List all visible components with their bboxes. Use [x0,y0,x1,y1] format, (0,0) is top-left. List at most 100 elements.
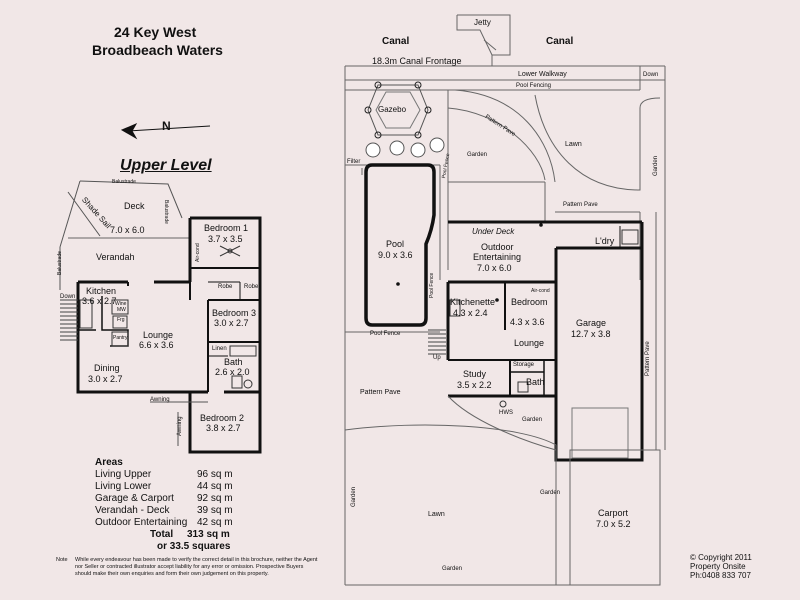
label-aircond-upper: Air-cond [195,243,201,262]
label-filter: Filter [347,159,361,165]
area-name: Garage & Carport [95,493,174,504]
area-row: Living Lower 44 sq m [95,481,245,493]
label-wine: Wine [115,301,127,307]
label-lower-walkway: Lower Walkway [518,71,567,78]
upper-level-walls [59,180,262,454]
label-bedroom-3-size: 3.0 x 2.7 [214,318,249,328]
label-mw: MW [117,307,126,313]
area-value: 96 sq m [197,469,233,480]
area-squares-row: or 33.5 squares [95,541,245,553]
north-arrow [120,122,211,140]
label-awning: Awning [150,397,170,403]
label-bedroom-2-size: 3.8 x 2.7 [206,423,241,433]
site-boundary [344,14,666,586]
copyright-block: © Copyright 2011 Property Onsite Ph:0408… [690,553,752,580]
label-study-size: 3.5 x 2.2 [457,380,492,390]
label-study: Study [463,369,487,379]
label-pattern-pave-right: Pattern Pave [563,202,598,208]
label-bedroom-lower-size: 4.3 x 3.6 [510,317,545,327]
areas-heading-row: Areas [95,457,245,469]
label-robe-1: Robe [218,284,233,290]
label-kitchen-size: 3.6 x 2.7 [82,296,117,306]
label-dining-size: 3.0 x 2.7 [88,374,123,384]
label-pattern-pave-left: Pattern Pave [360,389,401,396]
area-name: Living Upper [95,469,152,480]
label-canal-left: Canal [382,36,410,47]
label-down-upper: Down [60,294,76,300]
label-bedroom-2: Bedroom 2 [200,413,245,423]
label-under-deck: Under Deck [472,227,515,236]
area-total-value: 313 sq m [187,529,230,540]
label-bedroom-1-size: 3.7 x 3.5 [208,234,243,244]
copyright-text: Copyright 2011 [698,553,752,562]
copyright-line-1: © Copyright 2011 [690,553,752,562]
label-balustrade-left: Balustrade [57,251,63,275]
label-lounge-upper: Lounge [143,330,174,340]
label-garden-right: Garden [540,490,561,496]
label-verandah: Verandah [96,252,135,262]
label-canal-right: Canal [546,36,574,47]
label-deck: Deck [124,201,145,211]
areas-heading: Areas [95,457,123,468]
label-linen: Linen [212,346,227,352]
label-frg: Frg [117,317,125,323]
label-lawn-bottom: Lawn [428,511,445,518]
label-garden-mid: Garden [522,417,543,423]
label-garage-size: 12.7 x 3.8 [571,329,611,339]
upper-level-heading: Upper Level [120,157,212,174]
label-pool: Pool [386,239,405,249]
area-value: 44 sq m [197,481,233,492]
label-bath-upper-size: 2.6 x 2.0 [215,367,250,377]
area-value: 39 sq m [197,505,233,516]
label-pool-fence-bottom: Pool Fence [370,331,401,337]
area-row: Verandah - Deck 39 sq m [95,505,245,517]
label-pantry: Pantry [113,335,128,341]
label-jetty: Jetty [474,18,491,27]
label-bedroom-lower: Bedroom [511,297,548,307]
label-pattern-pave-side: Pattern Pave [645,341,651,376]
label-garden-left-vert: Garden [351,486,357,507]
area-name: Outdoor Entertaining [95,517,188,528]
label-lounge-upper-size: 6.6 x 3.6 [139,340,174,350]
area-total-row: Total 313 sq m [95,529,245,541]
area-total-label: Total [150,529,174,540]
area-value: 42 sq m [197,517,233,528]
areas-table: Areas Living Upper 96 sq m Living Lower 44… [95,457,245,553]
area-row: Living Upper 96 sq m [95,469,245,481]
label-dining: Dining [94,363,120,373]
area-row: Outdoor Entertaining 42 sq m [95,517,245,529]
label-carport-size: 7.0 x 5.2 [596,519,631,529]
label-kitchenette: Kitchenette [450,297,496,307]
label-bath-upper: Bath [224,357,243,367]
copyright-line-2: Property Onsite [690,562,746,571]
label-bedroom-3: Bedroom 3 [212,308,257,318]
label-pool-size: 9.0 x 3.6 [378,250,413,260]
label-kitchenette-size: 4.3 x 2.4 [453,308,488,318]
label-outdoor: Outdoor [481,242,514,252]
address-line-1: 24 Key West [114,24,197,40]
label-awning-side: Awning [177,416,183,436]
label-gazebo: Gazebo [378,105,407,114]
area-value: 92 sq m [197,493,233,504]
label-down-site: Down [643,72,659,78]
label-robe-2: Robe [244,284,259,290]
area-row: Garage & Carport 92 sq m [95,493,245,505]
label-outdoor-size: 7.0 x 6.0 [477,263,512,273]
area-name: Living Lower [95,481,152,492]
label-carport: Carport [598,508,629,518]
label-storage: Storage [513,362,535,368]
label-aircond-lower: Air-cond [531,288,550,294]
area-name: Verandah - Deck [95,505,170,516]
copyright-line-3: Ph:0408 833 707 [690,571,751,580]
label-balustrade-top: Balustrade [112,179,136,185]
label-canal-frontage: 18.3m Canal Frontage [372,56,462,66]
label-pool-fencing: Pool Fencing [516,83,552,89]
area-squares: or 33.5 squares [157,541,231,552]
label-garden-right-vert: Garden [653,155,659,176]
note-text: While every endeavour has been made to v… [75,557,318,577]
label-up: Up [433,355,441,361]
label-entertaining: Entertaining [473,252,522,262]
label-bedroom-1: Bedroom 1 [204,223,249,233]
label-hws: HWS [499,410,513,416]
